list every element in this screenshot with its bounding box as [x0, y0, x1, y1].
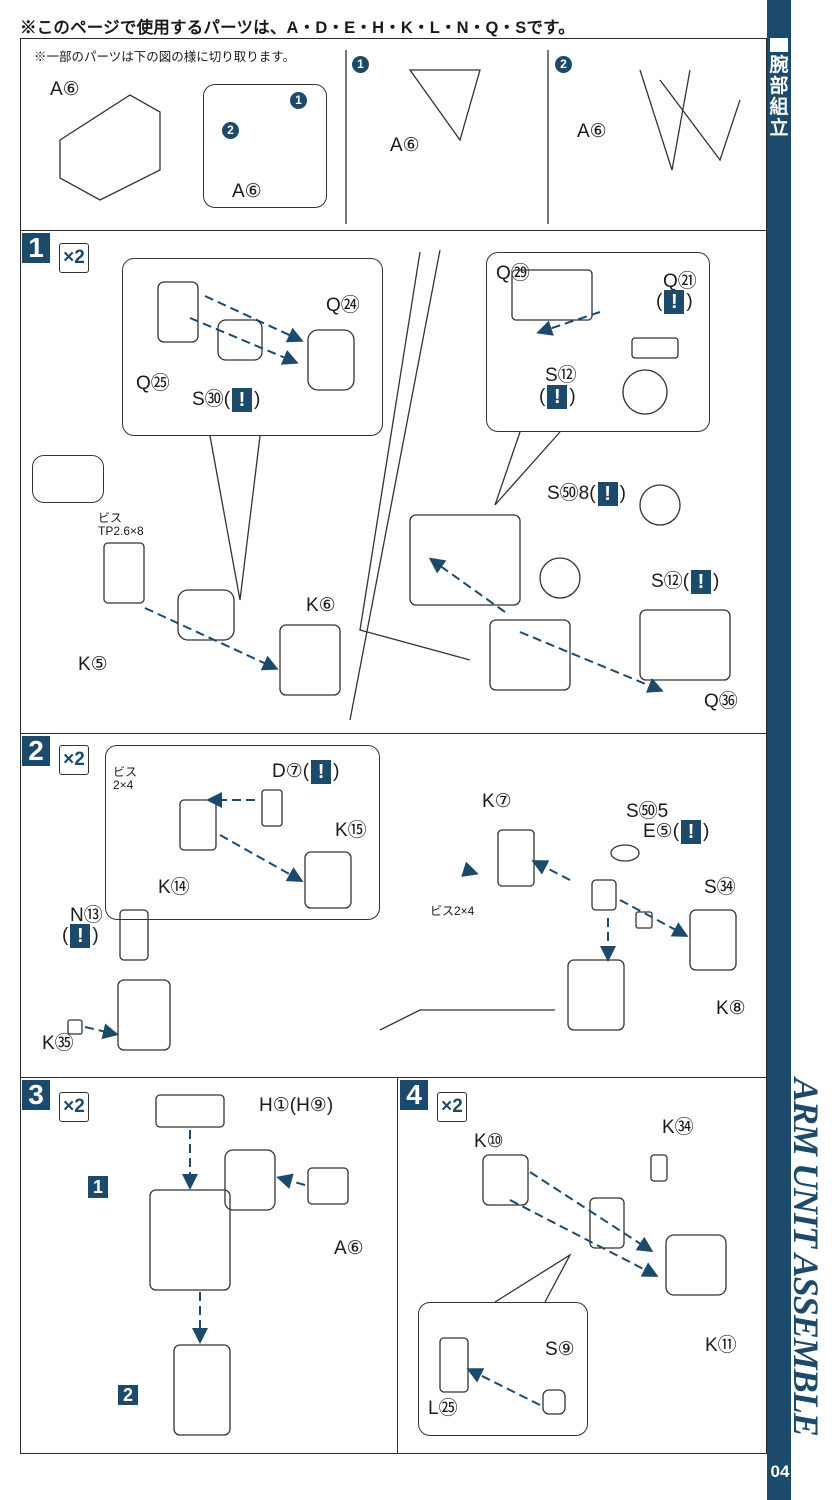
screw-label: ビス2×4 [430, 904, 475, 918]
part-label: N⑬ [70, 905, 103, 926]
part-label: K⑮ [335, 820, 367, 841]
warning-mark: (!) [62, 924, 99, 948]
caution-icon: ! [547, 385, 568, 409]
part-label: K⑪ [705, 1335, 737, 1356]
page-number: 04 [770, 1462, 790, 1481]
cutting-detail-callout [203, 84, 327, 208]
multiplier-badge: ×2 [59, 243, 89, 273]
part-label: Q㉑ [663, 271, 697, 292]
part-label: S㊿5 [626, 801, 669, 822]
part-label: K㉞ [662, 1117, 694, 1138]
part-label-warning: D⑦(!) [272, 760, 340, 784]
part-label: K⑦ [482, 791, 512, 812]
multiplier-badge: ×2 [59, 745, 89, 775]
part-label: A⑥ [334, 1238, 364, 1259]
multiplier-badge: ×2 [437, 1092, 467, 1122]
part-label: Q㉕ [136, 373, 170, 394]
part-label-warning: E⑤(!) [643, 820, 710, 844]
part-label: A⑥ [390, 135, 420, 156]
section-title-en-text: ARM UNIT ASSEMBLE [786, 1078, 826, 1436]
part-label-warning: S⑫(!) [651, 569, 720, 594]
part-label: K⑥ [306, 595, 336, 616]
part-label: K⑤ [78, 654, 108, 675]
part-label: L㉕ [428, 1398, 458, 1419]
section-marker-icon [770, 38, 788, 52]
part-label-warning: S㊿8(!) [547, 481, 626, 506]
warning-mark: (!) [539, 385, 576, 409]
caution-icon: ! [664, 290, 685, 314]
section-title-char: 部 [769, 76, 789, 97]
cutting-note: ※一部のパーツは下の図の様に切り取ります。 [34, 50, 296, 64]
part-label: K㉟ [42, 1033, 74, 1054]
caution-icon: ! [681, 820, 702, 844]
section-title-char: 腕 [769, 55, 789, 76]
cut-mark-1-icon: 1 [290, 92, 307, 109]
step-number: 4 [400, 1080, 428, 1110]
step-number: 1 [22, 233, 50, 263]
multiplier-badge: ×2 [59, 1092, 89, 1122]
cut-mark-2-icon: 2 [222, 122, 239, 139]
section-title-jp-text: 腕部組立 [767, 55, 791, 139]
warning-mark: (!) [656, 290, 693, 314]
step-3-panel [20, 1077, 398, 1454]
part-label: A⑥ [577, 121, 607, 142]
cut-step-2-icon: 2 [555, 56, 572, 73]
part-label: Q㉔ [326, 295, 360, 316]
section-sidebar [767, 0, 791, 1500]
caution-icon: ! [691, 569, 712, 594]
part-label: K⑭ [158, 877, 190, 898]
part-label: A⑥ [50, 79, 80, 100]
cut-step-1-icon: 1 [352, 56, 369, 73]
part-label: S㉞ [704, 877, 736, 898]
step-number: 2 [22, 736, 50, 766]
part-label-warning: S㉚(!) [192, 387, 261, 412]
part-label: K⑧ [716, 998, 746, 1019]
part-label: K⑩ [474, 1131, 504, 1152]
section-title-en: ARM UNIT ASSEMBLE [786, 1078, 827, 1438]
step-reference-1: 1 [88, 1176, 108, 1198]
section-title-char: 立 [769, 118, 789, 139]
caution-icon: ! [311, 760, 332, 784]
part-label: Q㊱ [704, 691, 738, 712]
part-label: S⑨ [545, 1339, 575, 1360]
step-number: 3 [22, 1080, 50, 1110]
caution-icon: ! [232, 387, 253, 412]
part-label: H①(H⑨) [259, 1095, 334, 1116]
part-label: S⑫ [545, 365, 577, 386]
caution-icon: ! [597, 481, 618, 506]
screw-detail-callout [32, 455, 104, 503]
part-label: A⑥ [232, 181, 262, 202]
section-title-jp: 腕部組立 [767, 38, 791, 139]
caution-icon: ! [70, 924, 91, 948]
step-reference-2: 2 [118, 1385, 138, 1405]
section-title-char: 組 [769, 97, 789, 118]
part-label: Q㉙ [496, 263, 530, 284]
parts-used-note: ※このページで使用するパーツは、A・D・E・H・K・L・N・Q・Sです。 [20, 19, 575, 37]
